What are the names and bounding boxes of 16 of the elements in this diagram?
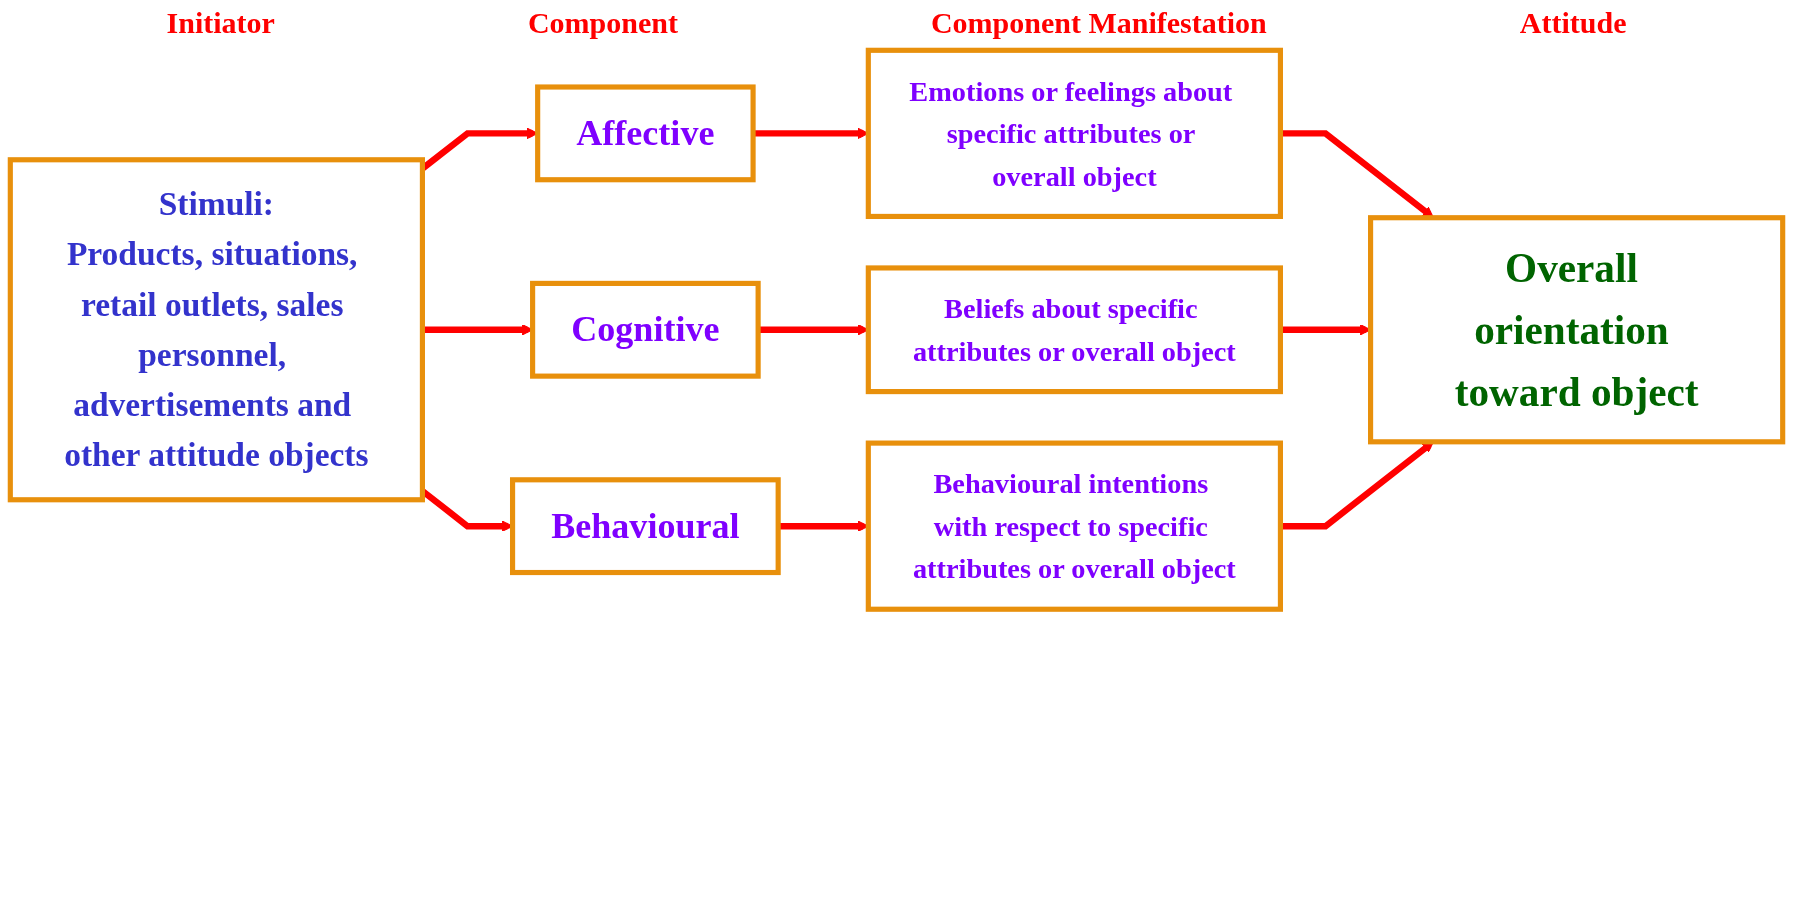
arrow — [758, 324, 869, 336]
arrow — [778, 520, 869, 532]
node-box: Cognitive — [530, 280, 761, 379]
node-box: Beliefs about specific attributes or overall object — [865, 265, 1283, 395]
node-box: Affective — [535, 84, 756, 183]
node-box: Behavioural intentions with respect to specific attributes or overall object — [865, 440, 1283, 612]
column-heading: Component — [527, 6, 678, 40]
node-box: Overall orientation toward object — [1368, 215, 1786, 445]
column-heading: Attitude — [1519, 6, 1627, 40]
column-heading: Component Manifestation — [930, 6, 1267, 40]
node-box: Emotions or feelings about specific attributes or overall object — [865, 47, 1283, 219]
node-box: Behavioural — [510, 477, 781, 576]
arrow — [1280, 441, 1434, 530]
column-heading: Initiator — [166, 6, 275, 40]
node-box: Stimuli: Products, situations, retail outlets, sales personnel, advertisements and other attitude objects — [7, 157, 425, 503]
arrow — [753, 127, 869, 140]
